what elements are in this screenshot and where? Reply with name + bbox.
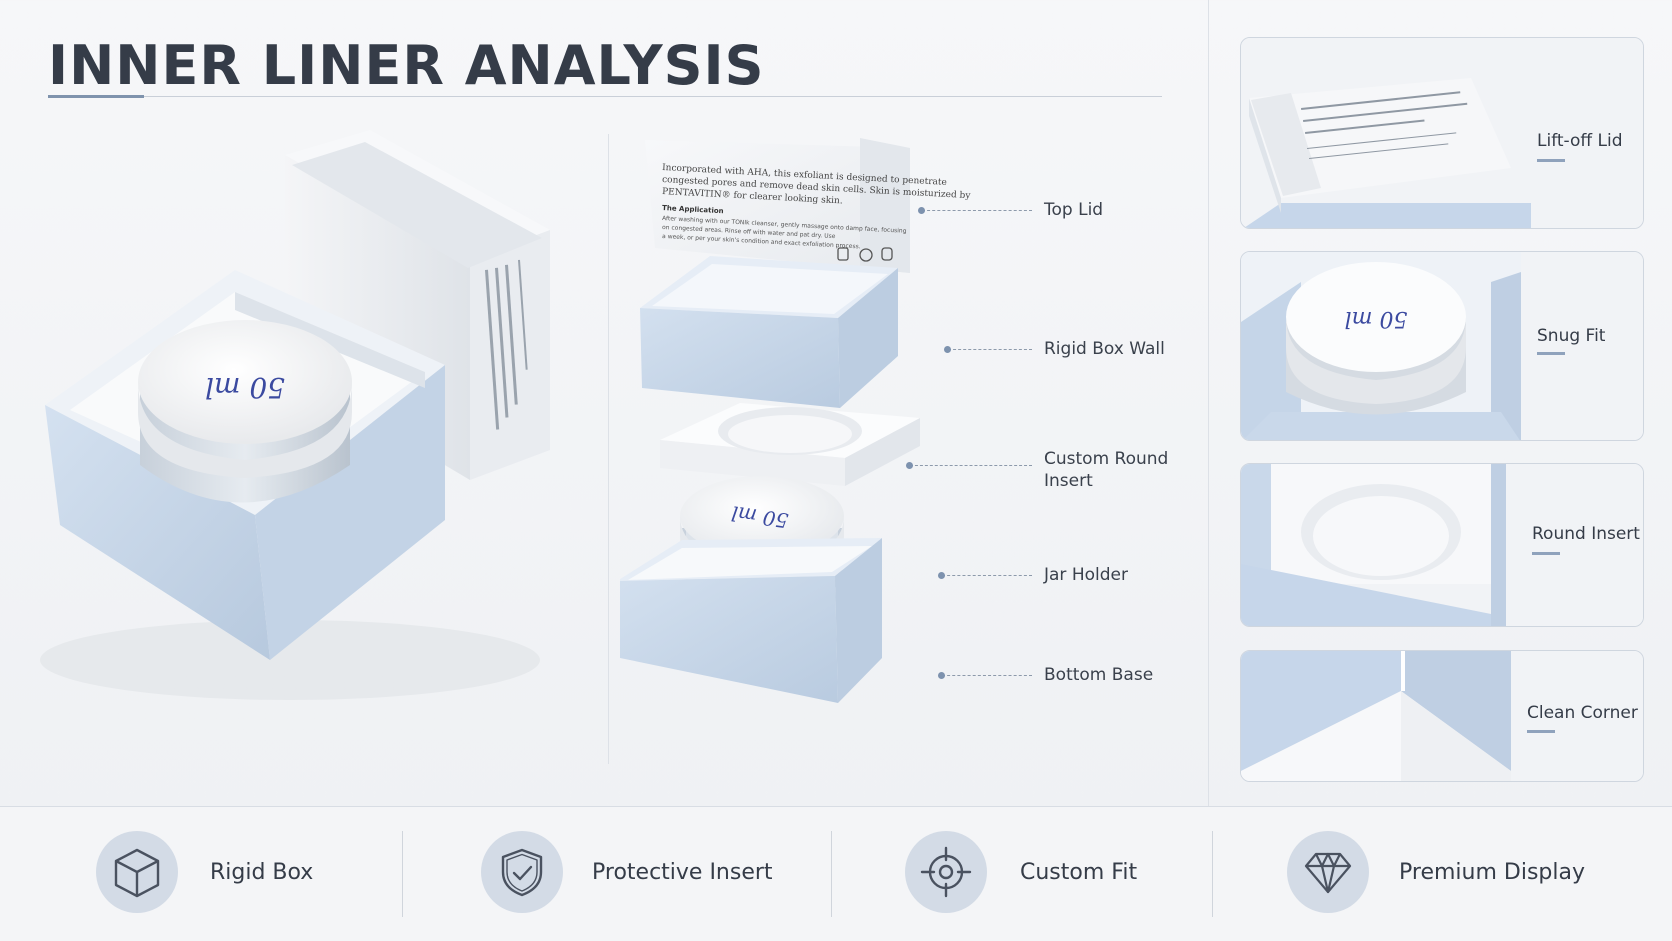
card-underline <box>1537 352 1565 355</box>
clean-corner-image <box>1241 651 1643 781</box>
feature-label-rigid-box: Rigid Box <box>210 860 314 885</box>
detail-card-snug-fit: 50 ml Snug Fit <box>1240 251 1644 441</box>
cube-icon <box>96 831 178 913</box>
feature-custom-fit: Custom Fit <box>832 807 1212 941</box>
snug-fit-image: 50 ml <box>1241 252 1643 440</box>
title-rule <box>48 96 1162 97</box>
diamond-icon <box>1287 831 1369 913</box>
feature-protective-insert: Protective Insert <box>403 807 831 941</box>
feature-separator <box>831 831 832 917</box>
card-underline <box>1532 552 1560 555</box>
detail-card-clean-corner: Clean Corner <box>1240 650 1644 782</box>
feature-separator <box>402 831 403 917</box>
callout-leader-custom-round-insert <box>910 465 1032 466</box>
callout-dot-rigid-box-wall <box>944 346 951 353</box>
callout-bottom-base: Bottom Base <box>1044 665 1154 685</box>
callout-leader-bottom-base <box>942 675 1032 676</box>
snug-fit-jar-text: 50 ml <box>1345 306 1408 331</box>
callout-dot-custom-round-insert <box>906 462 913 469</box>
lid-text-heading: The Application <box>662 204 724 215</box>
lid-symbol-icons <box>837 247 893 262</box>
detail-card-lift-off-lid: Lift-off Lid <box>1240 37 1644 229</box>
section-divider <box>608 134 609 764</box>
callout-dot-top-lid <box>918 207 925 214</box>
card-label-round-insert: Round Insert <box>1532 524 1640 544</box>
callout-leader-rigid-box-wall <box>948 349 1032 350</box>
callout-top-lid: Top Lid <box>1044 200 1104 220</box>
title-rule-accent <box>48 95 144 98</box>
exploded-view-illustration: Incorporated with AHA, this exfoliant is… <box>620 138 972 703</box>
feature-label-protective-insert: Protective Insert <box>592 860 773 885</box>
feature-label-premium-display: Premium Display <box>1399 860 1585 885</box>
feature-rigid-box: Rigid Box <box>0 807 402 941</box>
detail-card-round-insert: Round Insert <box>1240 463 1644 627</box>
round-insert-image <box>1241 464 1643 626</box>
page-title: INNER LINER ANALYSIS <box>48 34 765 97</box>
crosshair-icon <box>905 831 987 913</box>
feature-bar: Rigid Box Protective Insert Custom Fit <box>0 806 1672 941</box>
hero-jar-lid-text: 50 ml <box>205 371 285 404</box>
main-area: INNER LINER ANALYSIS <box>40 34 1169 764</box>
lid-print-lines <box>485 259 528 430</box>
shield-check-icon <box>481 831 563 913</box>
callout-dot-jar-holder <box>938 572 945 579</box>
callout-jar-holder: Jar Holder <box>1044 565 1128 585</box>
hero-box-illustration: 50 ml <box>40 130 550 700</box>
callout-leader-top-lid <box>922 210 1032 211</box>
card-label-lift-off-lid: Lift-off Lid <box>1537 131 1623 151</box>
card-label-clean-corner: Clean Corner <box>1527 703 1638 723</box>
side-panel-separator <box>1208 0 1209 806</box>
card-underline <box>1527 730 1555 733</box>
card-label-snug-fit: Snug Fit <box>1537 326 1606 346</box>
feature-premium-display: Premium Display <box>1213 807 1672 941</box>
feature-label-custom-fit: Custom Fit <box>1020 860 1138 885</box>
lift-off-lid-image <box>1241 38 1643 228</box>
callout-custom-round-insert: Custom Round Insert <box>1044 449 1169 491</box>
callout-rigid-box-wall: Rigid Box Wall <box>1044 339 1165 359</box>
card-underline <box>1537 159 1565 162</box>
callout-dot-bottom-base <box>938 672 945 679</box>
callout-leader-jar-holder <box>942 575 1032 576</box>
feature-separator <box>1212 831 1213 917</box>
